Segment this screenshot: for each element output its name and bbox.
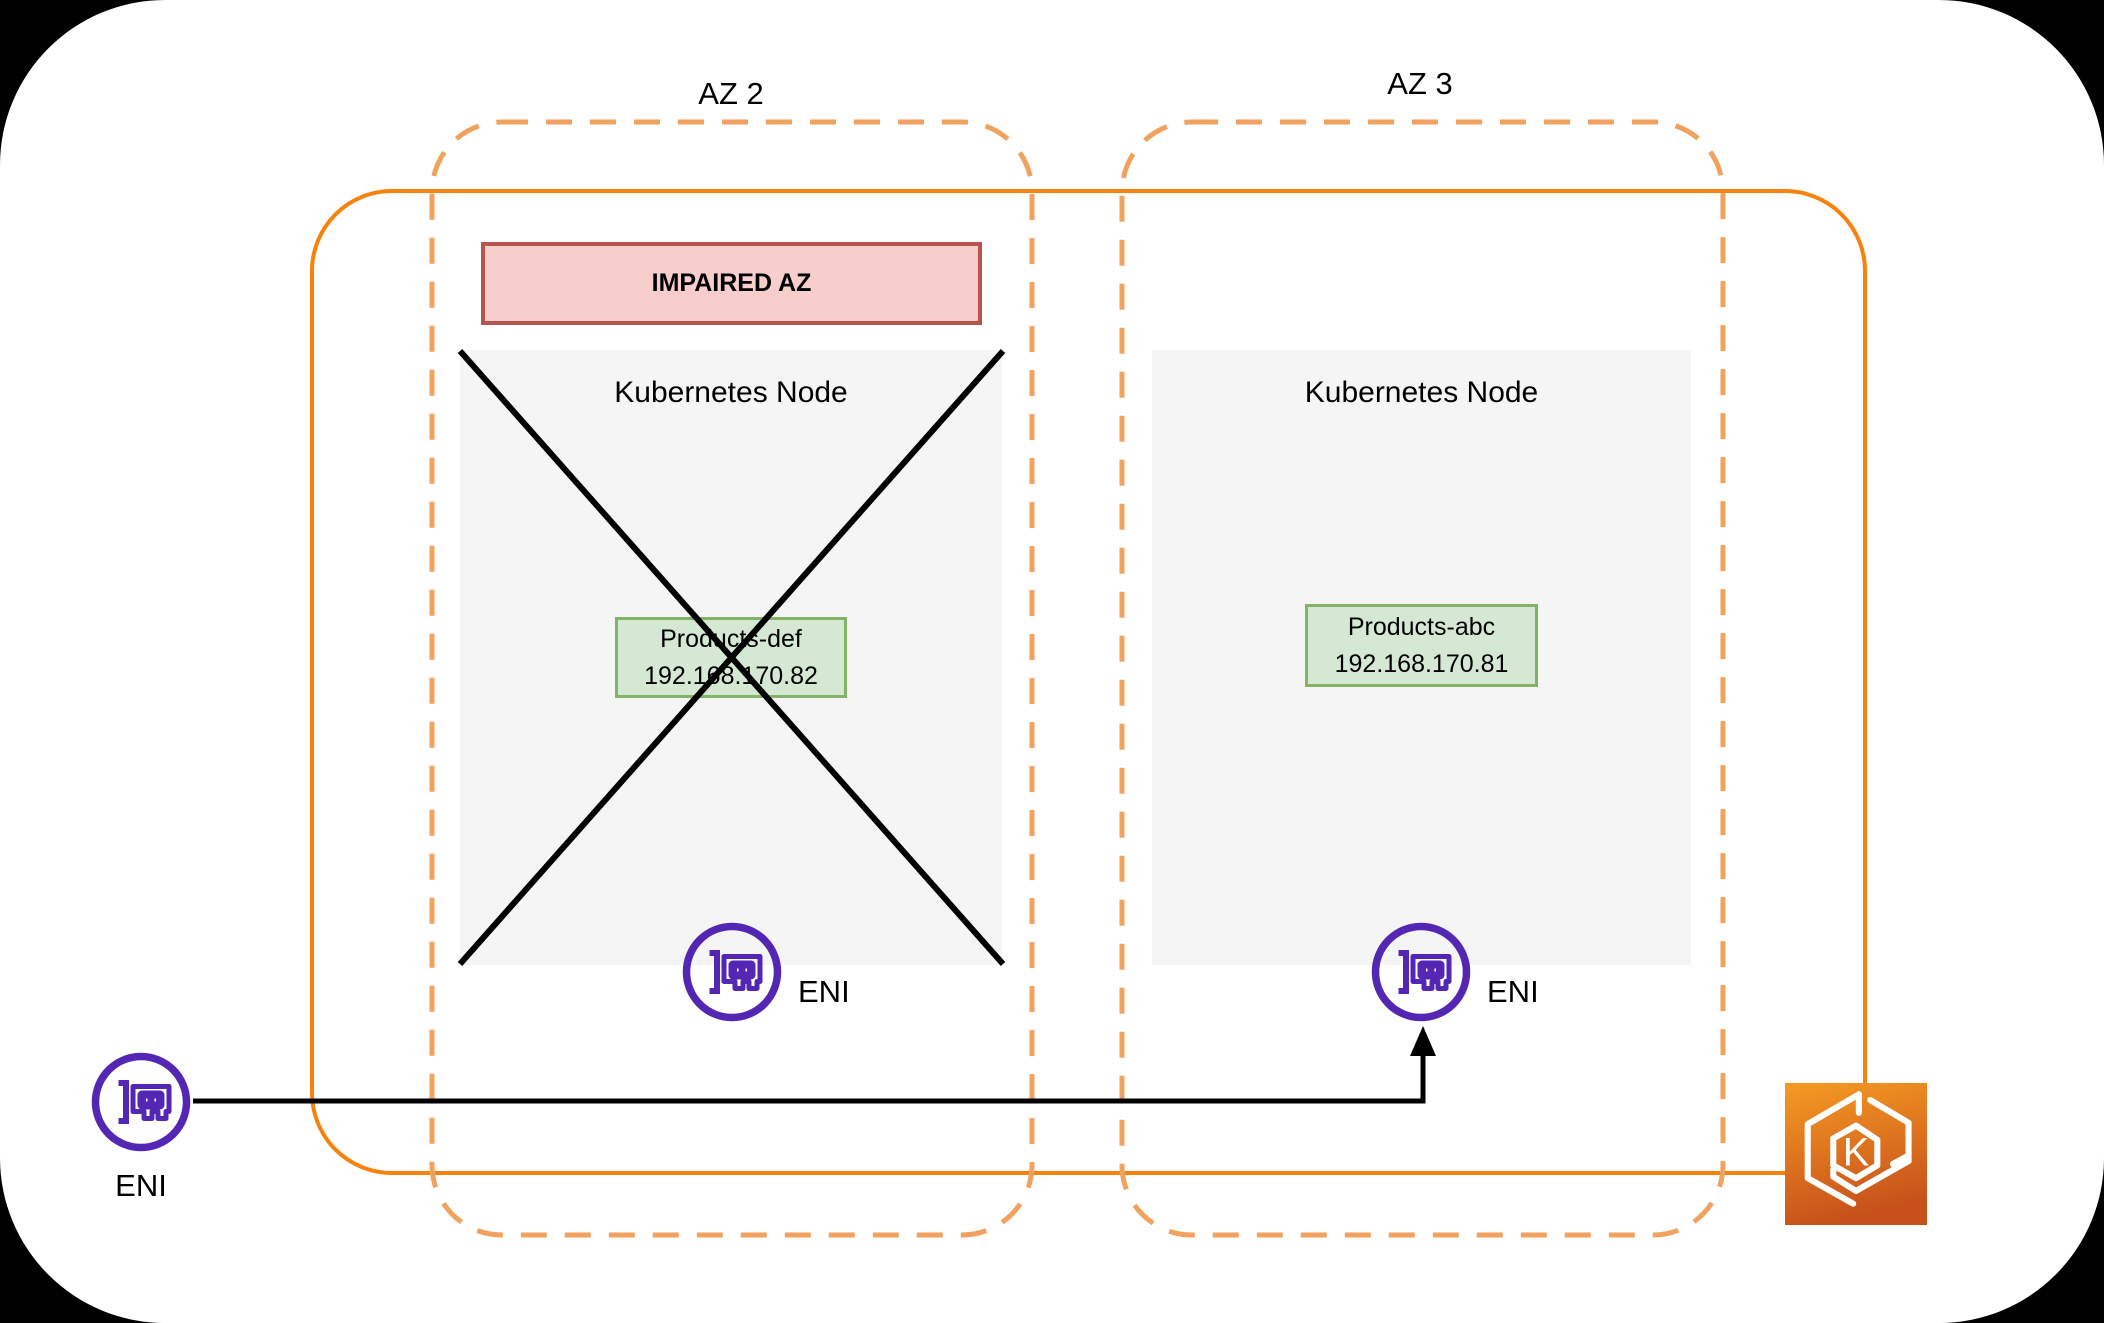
impaired-az-banner-text: IMPAIRED AZ — [651, 269, 812, 297]
pod-products-def-ip: 192.168.170.82 — [644, 661, 818, 690]
pod-products-abc-ip: 192.168.170.81 — [1334, 649, 1509, 678]
pod-products-abc: Products-abc 192.168.170.81 — [1305, 604, 1538, 687]
az3-label: AZ 3 — [1387, 66, 1453, 101]
eks-icon: K — [1785, 1083, 1927, 1225]
eni-icon — [680, 920, 784, 1024]
eni-label-az2: ENI — [798, 974, 850, 1009]
pod-products-abc-name: Products-abc — [1347, 612, 1496, 641]
eni-icon — [1369, 920, 1473, 1024]
eni-label-external: ENI — [115, 1168, 167, 1203]
az2-label: AZ 2 — [698, 76, 764, 111]
kubernetes-node-az3-title: Kubernetes Node — [1304, 376, 1539, 409]
pod-products-def-name: Products-def — [660, 624, 802, 653]
pod-products-def: Products-def 192.168.170.82 — [615, 617, 847, 698]
eks-icon-letter: K — [1843, 1130, 1870, 1174]
impaired-az-banner: IMPAIRED AZ — [481, 242, 982, 325]
kubernetes-node-az2-title: Kubernetes Node — [614, 376, 848, 409]
eni-label-az3: ENI — [1487, 974, 1539, 1009]
eni-icon — [89, 1050, 193, 1154]
